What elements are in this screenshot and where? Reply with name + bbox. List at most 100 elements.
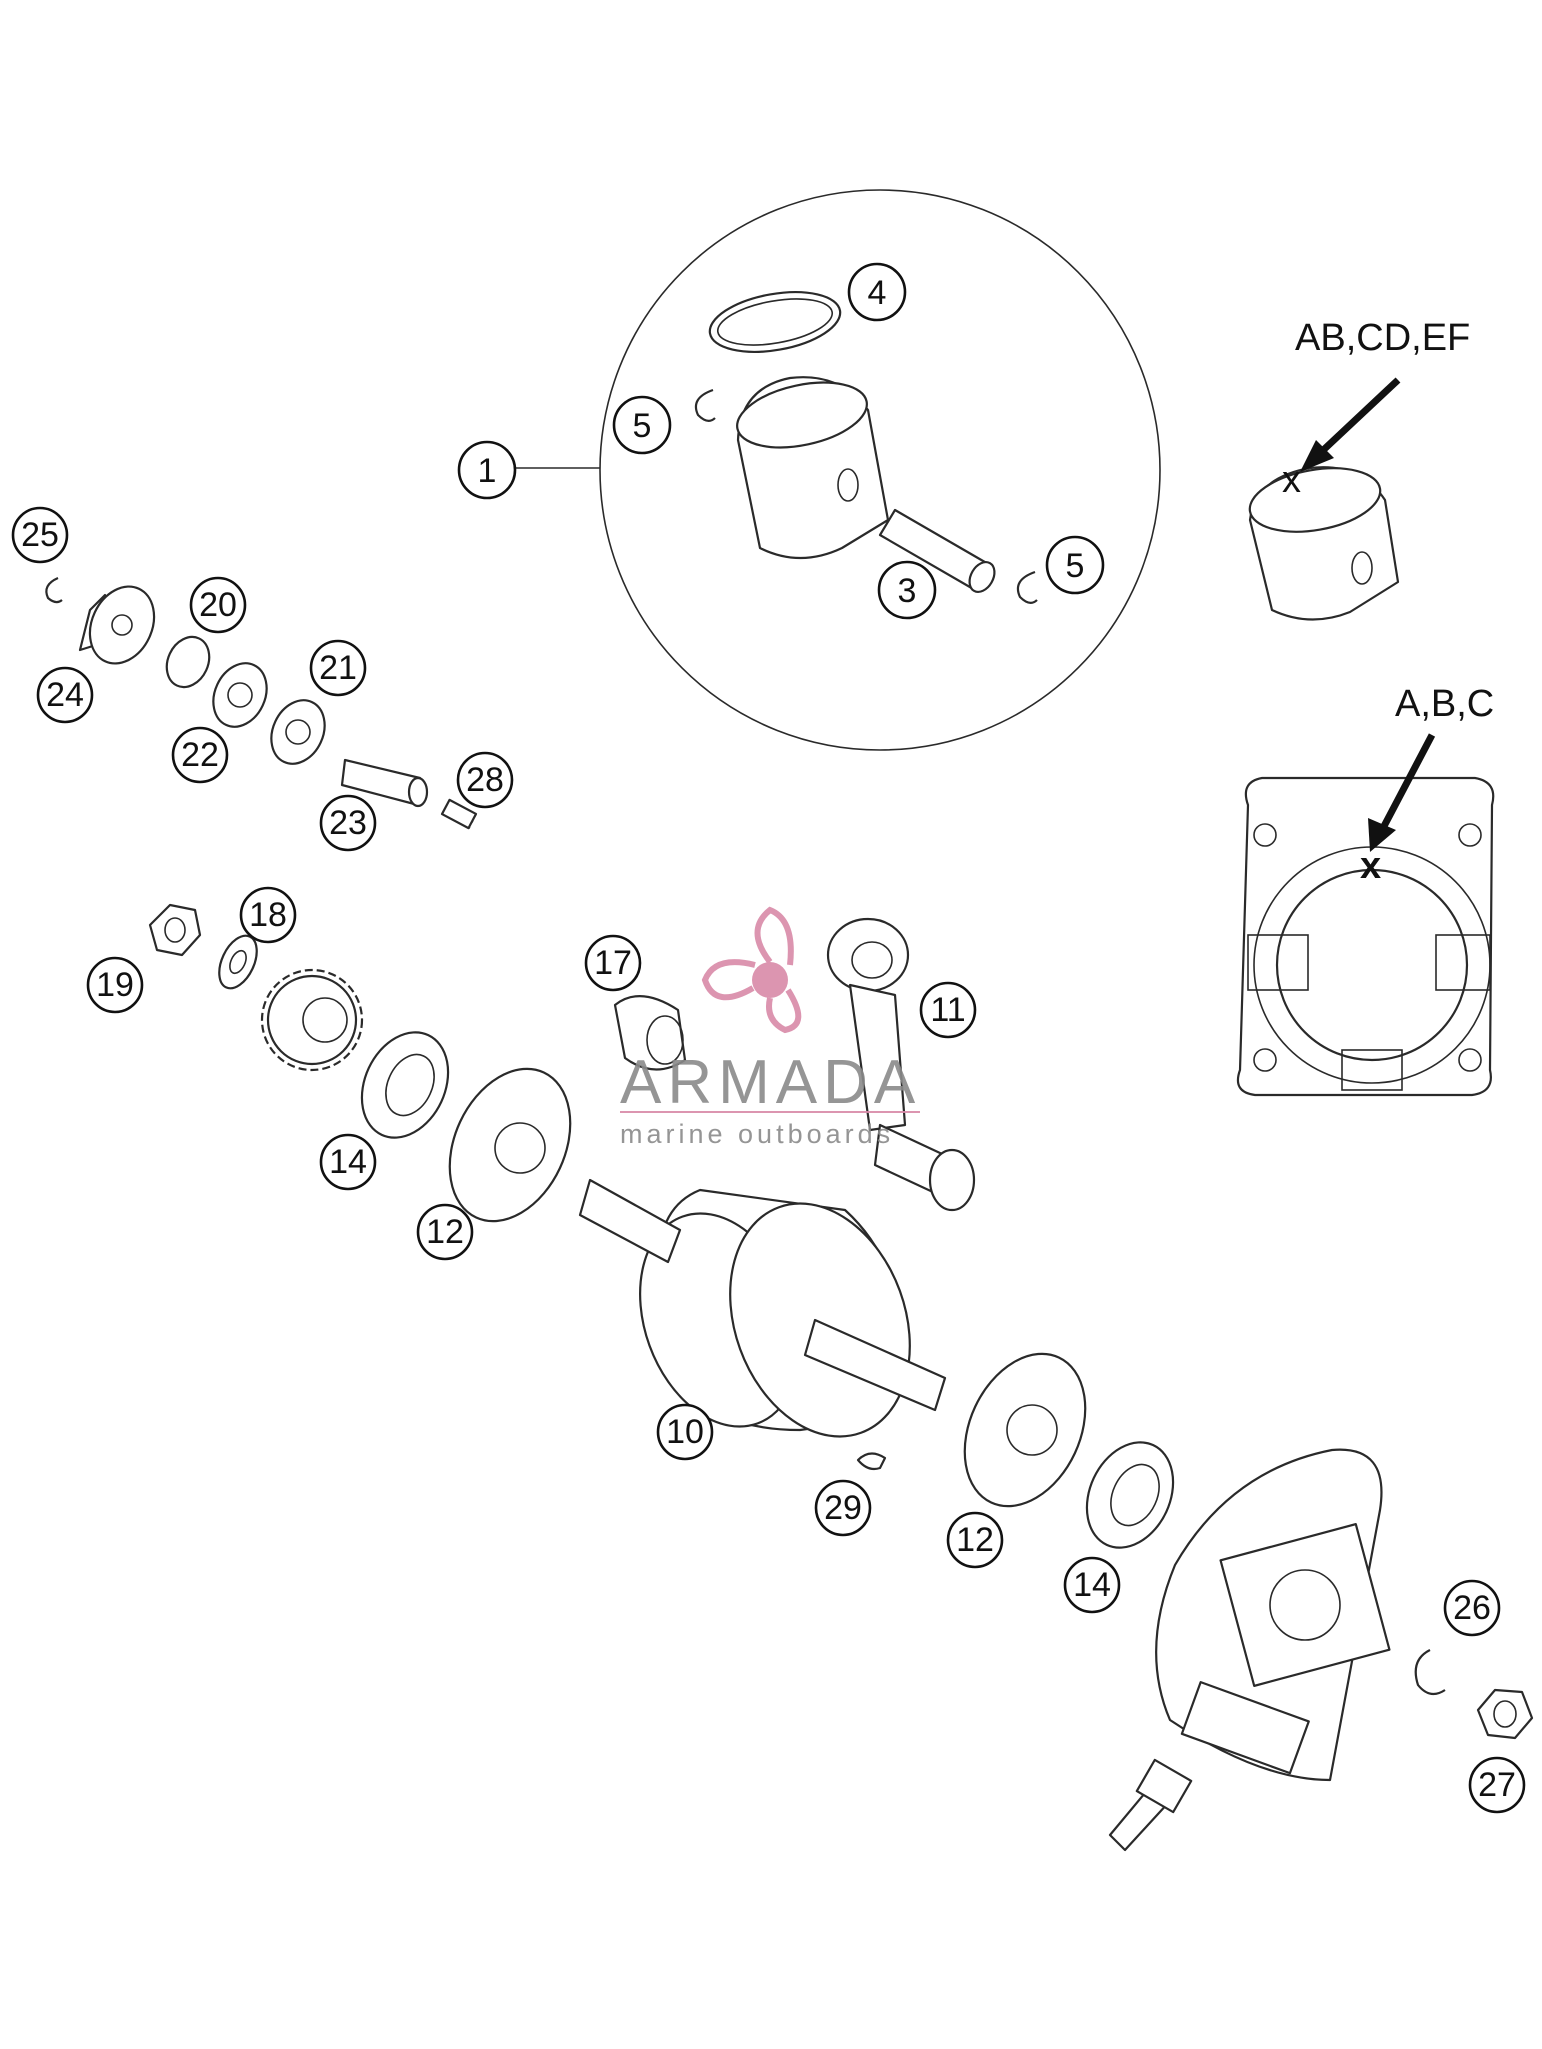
- svg-text:24: 24: [46, 676, 84, 714]
- piston-arrow-shaft: [1315, 377, 1401, 458]
- connecting-rod-11: [848, 983, 907, 1132]
- piston-pin-end: [968, 560, 996, 594]
- pump-parts-group: [45, 576, 478, 830]
- piston-ring-inner: [716, 298, 834, 346]
- piston-detail-group: [515, 189, 1161, 751]
- bearing-21-inner: [285, 719, 311, 745]
- watermark-tagline: marine outboards: [620, 1119, 894, 1149]
- callout-24: 24: [36, 666, 94, 724]
- callout-4: 4: [847, 262, 907, 322]
- svg-text:11: 11: [930, 991, 965, 1029]
- propeller-hub: [752, 962, 788, 998]
- svg-text:26: 26: [1453, 1589, 1491, 1627]
- svg-text:21: 21: [319, 649, 357, 687]
- gasket-hole-tl: [1253, 823, 1277, 847]
- svg-text:12: 12: [426, 1213, 464, 1251]
- cylinder-marking-label: A,B,C: [1395, 683, 1494, 725]
- callout-28: 28: [456, 751, 514, 809]
- propeller-blade-left: [701, 959, 756, 1001]
- callout-25: 25: [11, 506, 69, 564]
- svg-text:27: 27: [1478, 1766, 1516, 1804]
- bearing-12-right: [963, 1352, 1087, 1508]
- svg-text:1: 1: [478, 452, 497, 490]
- svg-text:19: 19: [96, 966, 134, 1004]
- bearing-22-inner: [227, 682, 253, 708]
- piston-arrow-head: [1300, 440, 1334, 472]
- impeller-hub: [111, 614, 133, 636]
- seal-14-left-inner: [385, 1053, 435, 1117]
- gasket-hole-br: [1458, 1048, 1482, 1072]
- callout-14-right: 14: [1063, 1556, 1121, 1614]
- gasket-port-right: [1435, 934, 1491, 991]
- stator-group: [1108, 1448, 1534, 1852]
- callout-5-right: 5: [1045, 535, 1105, 595]
- crankshaft-left-stub: [578, 1178, 682, 1264]
- nut-19-hole: [164, 917, 186, 943]
- piston-ring: [708, 291, 842, 353]
- crankshaft-group: [578, 917, 976, 1471]
- stator-coil: [1219, 1522, 1391, 1688]
- svg-text:25: 25: [21, 516, 59, 554]
- propeller-blade-top: [754, 906, 794, 966]
- svg-text:10: 10: [666, 1413, 704, 1451]
- bearing-12-right-bore: [1006, 1404, 1058, 1456]
- nut-27: [1476, 1688, 1534, 1740]
- svg-text:14: 14: [1073, 1566, 1111, 1604]
- washer-18-hole: [229, 949, 247, 975]
- svg-text:12: 12: [956, 1521, 994, 1559]
- propeller-blade-right: [766, 988, 802, 1034]
- svg-text:29: 29: [824, 1489, 862, 1527]
- bearing-22: [212, 662, 268, 728]
- gear-parts-group: [148, 903, 572, 1223]
- circlip-left: [694, 388, 716, 422]
- callout-29: 29: [814, 1479, 872, 1537]
- gasket-arrow-shaft: [1378, 733, 1436, 832]
- impeller-disc: [88, 585, 156, 665]
- propeller-logo: [701, 906, 802, 1034]
- seal-14-right: [1085, 1441, 1175, 1549]
- callout-1: 1: [457, 440, 517, 500]
- svg-text:4: 4: [868, 274, 887, 312]
- cylinder-gasket-group: x A,B,C: [1236, 683, 1495, 1097]
- callout-18: 18: [239, 886, 297, 944]
- callout-5-left: 5: [612, 395, 672, 455]
- gasket-hole-tr: [1458, 823, 1482, 847]
- watermark: ARMADA marine outboards: [620, 906, 921, 1149]
- nut-27-hole: [1493, 1700, 1517, 1728]
- nut-19: [148, 903, 202, 957]
- gasket-port-bottom: [1341, 1049, 1403, 1091]
- gasket-mark: x: [1360, 845, 1381, 887]
- piston-pin-hole: [837, 468, 859, 502]
- marked-piston-pin-hole: [1351, 551, 1373, 585]
- bearing-12-left-bore: [494, 1122, 546, 1174]
- gasket-arrow-head: [1368, 818, 1396, 852]
- marked-piston-crown: [1248, 467, 1382, 533]
- svg-text:18: 18: [249, 896, 287, 934]
- watermark-name: ARMADA: [620, 1048, 921, 1117]
- gasket-hole-bl: [1253, 1048, 1277, 1072]
- svg-text:5: 5: [1066, 547, 1085, 585]
- pickup-sensor: [1180, 1681, 1310, 1775]
- gasket-port-left: [1247, 934, 1309, 991]
- callout-12-right: 12: [946, 1511, 1004, 1569]
- svg-text:23: 23: [329, 804, 367, 842]
- callout-14-left: 14: [319, 1133, 377, 1191]
- spring-28-body: [440, 798, 478, 830]
- conrod-small-bore: [851, 941, 893, 979]
- svg-text:17: 17: [594, 944, 632, 982]
- key-29: [856, 1452, 887, 1471]
- callout-11: 11: [919, 981, 977, 1039]
- piston-marking-label: AB,CD,EF: [1295, 317, 1470, 359]
- bearing-12-left: [448, 1067, 572, 1223]
- svg-text:22: 22: [181, 736, 219, 774]
- gear-body: [266, 974, 358, 1066]
- bearing-21: [270, 699, 326, 765]
- cable-grommet: [1135, 1758, 1193, 1814]
- gasket-bore: [1275, 868, 1469, 1062]
- right-bearings-group: [963, 1352, 1175, 1549]
- callout-27: 27: [1468, 1756, 1526, 1814]
- shaft-23-end: [407, 776, 429, 808]
- marked-piston-group: x AB,CD,EF: [1248, 317, 1470, 621]
- needle-bearing-17-end: [646, 1015, 684, 1065]
